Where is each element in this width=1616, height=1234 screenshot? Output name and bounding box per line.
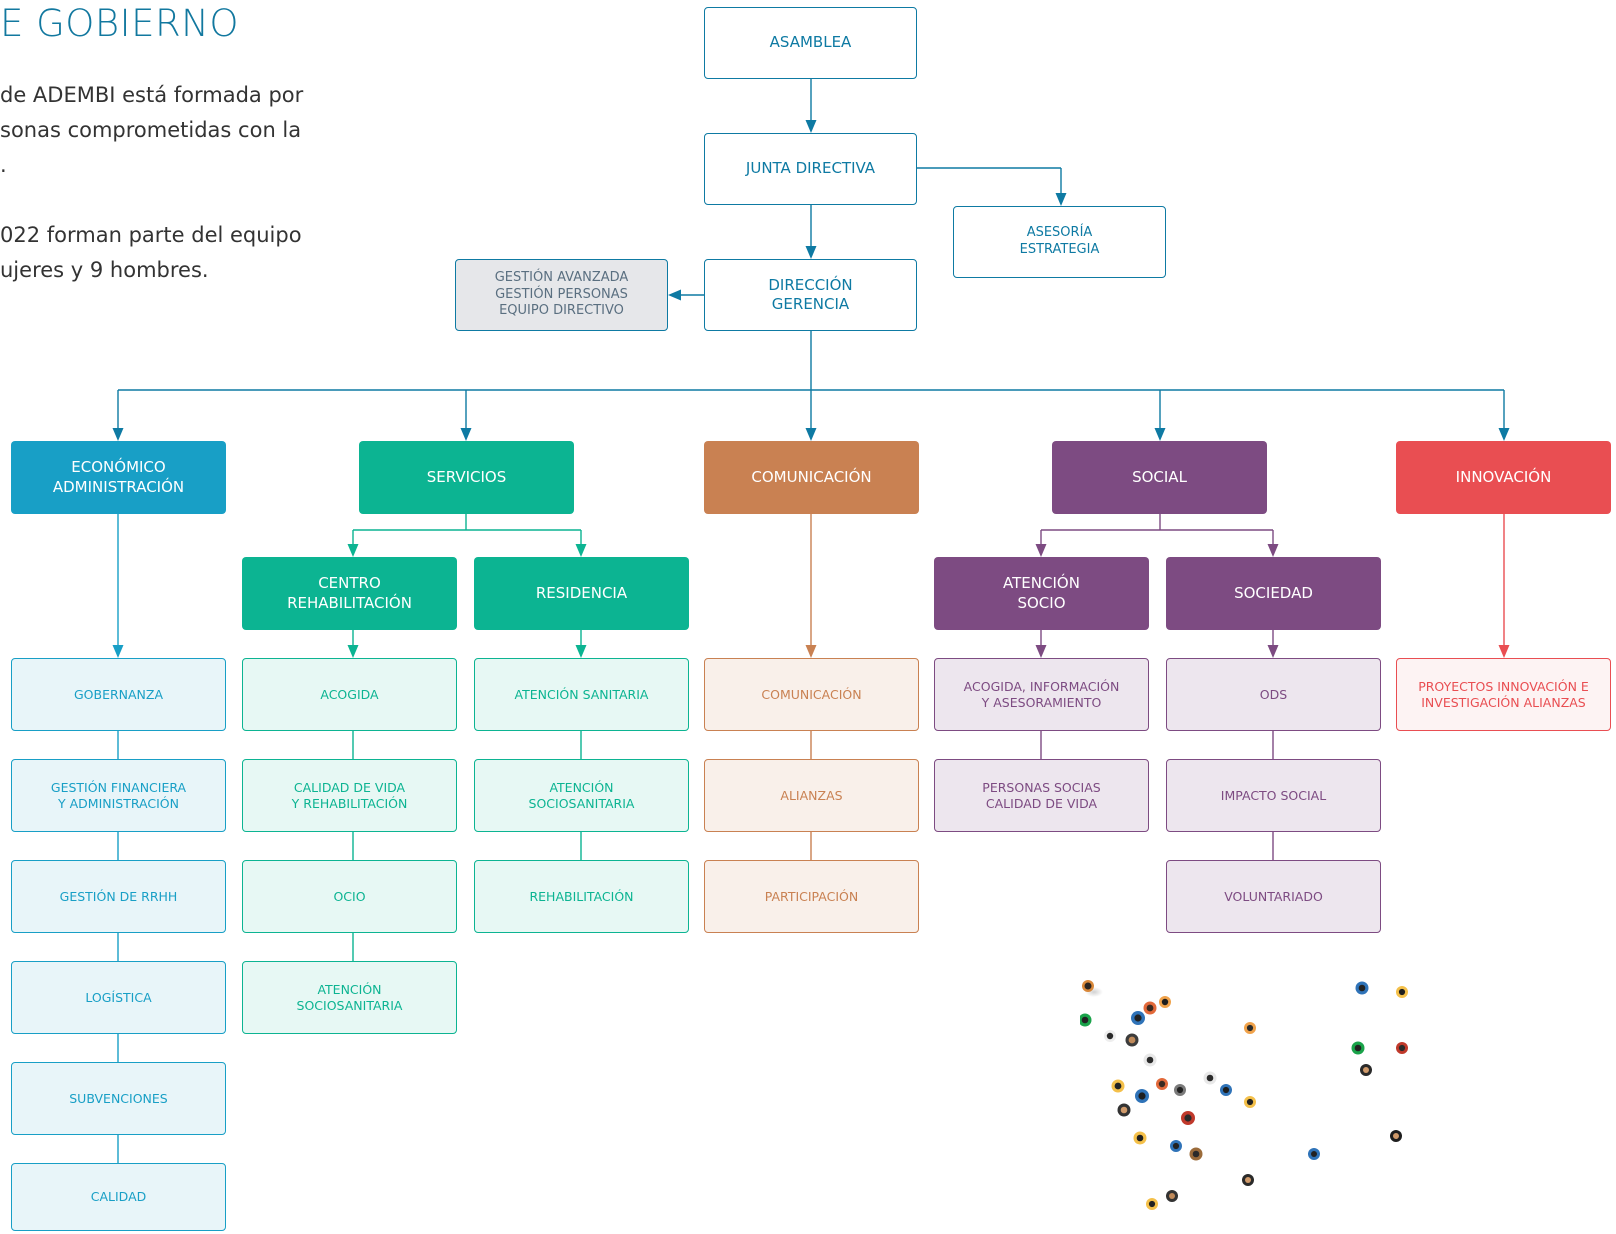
crowd-group-left <box>1080 980 1256 1210</box>
arrowhead <box>112 428 124 441</box>
item-alianzas: ALIANZAS <box>704 759 919 832</box>
item-gobernanza: GOBERNANZA <box>11 658 226 731</box>
arrowhead <box>347 544 359 557</box>
arrowhead <box>805 120 817 133</box>
arrowhead <box>347 645 359 658</box>
arrowhead <box>1267 645 1279 658</box>
dept-comunicacion: COMUNICACIÓN <box>704 441 919 514</box>
item-ocio: OCIO <box>242 860 457 933</box>
intro-line: 022 forman parte del equipo <box>0 223 302 247</box>
sub-sociedad: SOCIEDAD <box>1166 557 1381 630</box>
intro-paragraph-1: de ADEMBI está formada por sonas comprom… <box>0 78 346 183</box>
item-gestion-rrhh: GESTIÓN DE RRHH <box>11 860 226 933</box>
sub-atencion-socio: ATENCIÓN SOCIO <box>934 557 1149 630</box>
item-logistica: LOGÍSTICA <box>11 961 226 1034</box>
item-ods: ODS <box>1166 658 1381 731</box>
crowd-group-right <box>1308 981 1408 1160</box>
item-impacto-social: IMPACTO SOCIAL <box>1166 759 1381 832</box>
direccion-gerencia-box: DIRECCIÓN GERENCIA <box>704 259 917 331</box>
dept-innovacion: INNOVACIÓN <box>1396 441 1611 514</box>
arrowhead <box>805 246 817 259</box>
item-acogida: ACOGIDA <box>242 658 457 731</box>
junta-directiva-box: JUNTA DIRECTIVA <box>704 133 917 205</box>
arrowhead <box>112 645 124 658</box>
item-voluntariado: VOLUNTARIADO <box>1166 860 1381 933</box>
item-subvenciones: SUBVENCIONES <box>11 1062 226 1135</box>
arrowhead <box>805 428 817 441</box>
arrowhead <box>668 289 681 301</box>
item-proyectos-innovacion: PROYECTOS INNOVACIÓN E INVESTIGACIÓN ALI… <box>1396 658 1611 731</box>
item-participacion: PARTICIPACIÓN <box>704 860 919 933</box>
asesoria-estrategia-box: ASESORÍA ESTRATEGIA <box>953 206 1166 278</box>
arrowhead <box>1035 645 1047 658</box>
intro-line: . <box>0 153 7 177</box>
arrowhead <box>1035 544 1047 557</box>
arrowhead <box>805 645 817 658</box>
item-atencion-sociosanitaria-residencia: ATENCIÓN SOCIOSANITARIA <box>474 759 689 832</box>
arrowhead <box>1154 428 1166 441</box>
intro-line: de ADEMBI está formada por <box>0 83 304 107</box>
item-atencion-sociosanitaria-centro: ATENCIÓN SOCIOSANITARIA <box>242 961 457 1034</box>
intro-line: sonas comprometidas con la <box>0 118 302 142</box>
intro-paragraph-2: 022 forman parte del equipo ujeres y 9 h… <box>0 218 346 288</box>
item-rehabilitacion: REHABILITACIÓN <box>474 860 689 933</box>
arrowhead <box>1498 428 1510 441</box>
arrowhead <box>575 544 587 557</box>
crowd-illustration <box>1080 980 1408 1210</box>
intro-line: ujeres y 9 hombres. <box>0 258 209 282</box>
arrowhead <box>1267 544 1279 557</box>
sub-centro-rehabilitacion: CENTRO REHABILITACIÓN <box>242 557 457 630</box>
item-atencion-sanitaria: ATENCIÓN SANITARIA <box>474 658 689 731</box>
item-acogida-informacion: ACOGIDA, INFORMACIÓN Y ASESORAMIENTO <box>934 658 1149 731</box>
item-calidad-de-vida: CALIDAD DE VIDA Y REHABILITACIÓN <box>242 759 457 832</box>
arrowhead <box>575 645 587 658</box>
item-comunicacion: COMUNICACIÓN <box>704 658 919 731</box>
dept-economico: ECONÓMICO ADMINISTRACIÓN <box>11 441 226 514</box>
page-title: E GOBIERNO <box>0 2 239 45</box>
arrowhead <box>1055 193 1067 206</box>
arrowhead <box>460 428 472 441</box>
sub-residencia: RESIDENCIA <box>474 557 689 630</box>
item-gestion-financiera: GESTIÓN FINANCIERA Y ADMINISTRACIÓN <box>11 759 226 832</box>
asamblea-box: ASAMBLEA <box>704 7 917 79</box>
dept-social: SOCIAL <box>1052 441 1267 514</box>
dept-servicios: SERVICIOS <box>359 441 574 514</box>
gestion-avanzada-box: GESTIÓN AVANZADA GESTIÓN PERSONAS EQUIPO… <box>455 259 668 331</box>
item-personas-socias: PERSONAS SOCIAS CALIDAD DE VIDA <box>934 759 1149 832</box>
item-calidad: CALIDAD <box>11 1163 226 1231</box>
arrowhead <box>1498 645 1510 658</box>
